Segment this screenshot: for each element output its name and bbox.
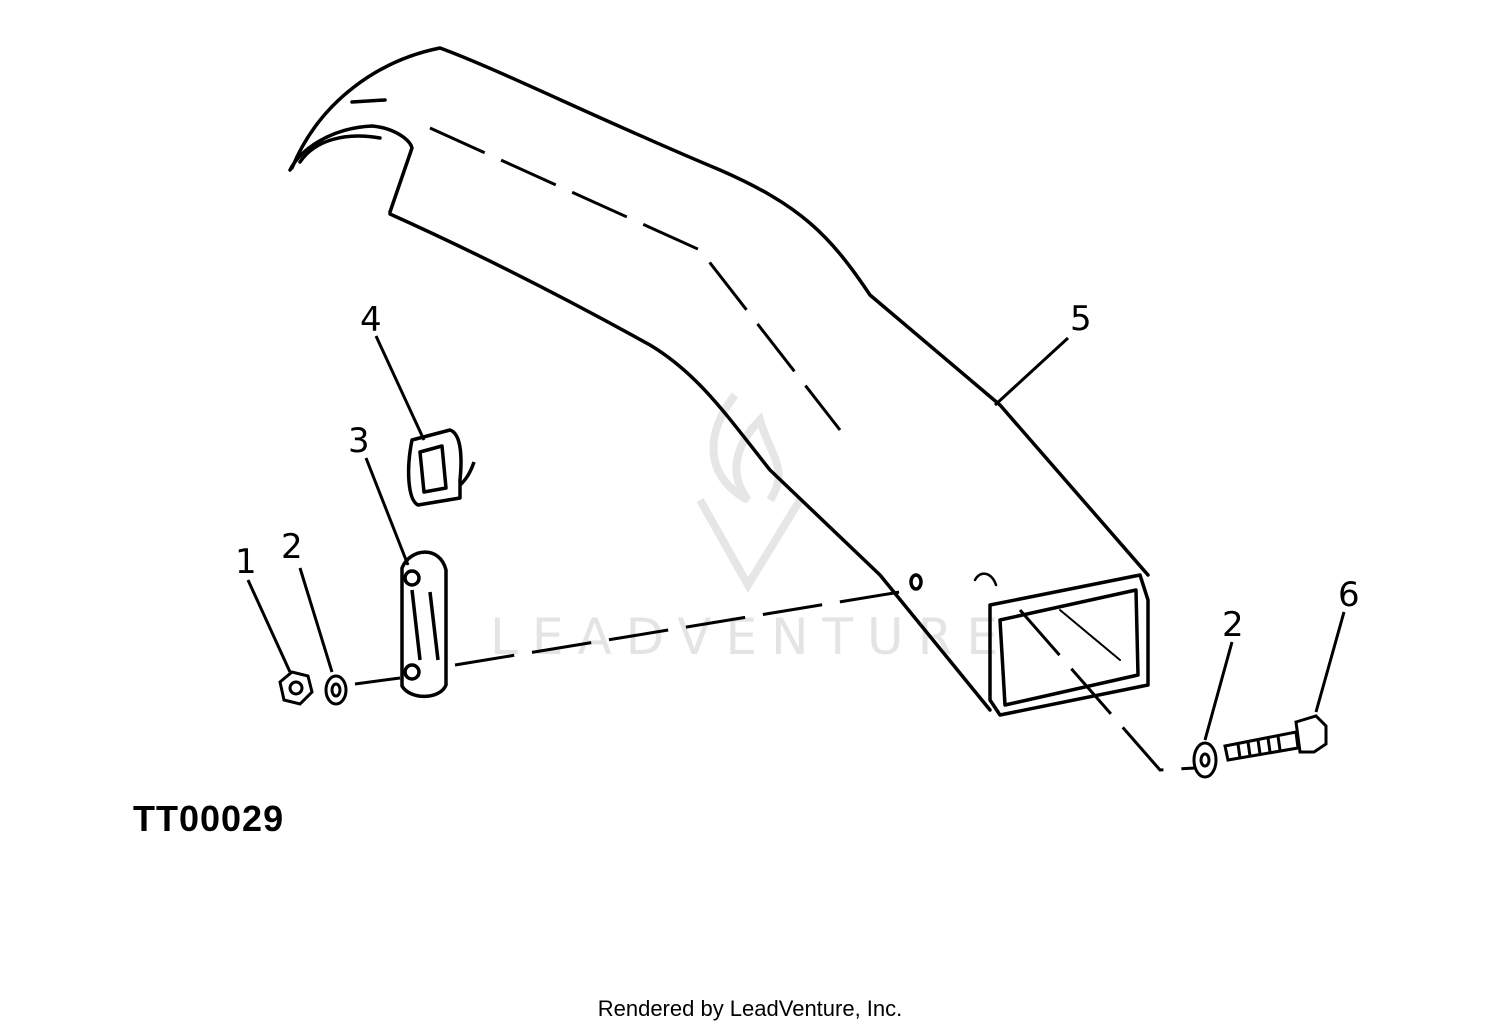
callout-3: 3 (348, 421, 370, 461)
spring-clip-icon (406, 428, 476, 507)
callout-2-left: 2 (281, 527, 303, 567)
leader-lines (246, 335, 1346, 741)
lock-nut-icon (278, 670, 314, 706)
callout-4: 4 (360, 300, 382, 340)
bolt-icon (1223, 714, 1328, 762)
tongue-tube-icon (288, 46, 1150, 717)
callout-1: 1 (235, 542, 257, 582)
washer-icon (324, 674, 348, 706)
centerline (354, 126, 1196, 772)
callout-6: 6 (1338, 575, 1360, 615)
link-strap-icon (400, 550, 448, 699)
callout-5: 5 (1070, 299, 1092, 339)
render-credit: Rendered by LeadVenture, Inc. (597, 996, 903, 1021)
washer-icon (1192, 741, 1218, 779)
figure-id: TT00029 (133, 798, 285, 839)
watermark-logo-icon (696, 392, 804, 593)
callout-2-right: 2 (1222, 605, 1244, 645)
